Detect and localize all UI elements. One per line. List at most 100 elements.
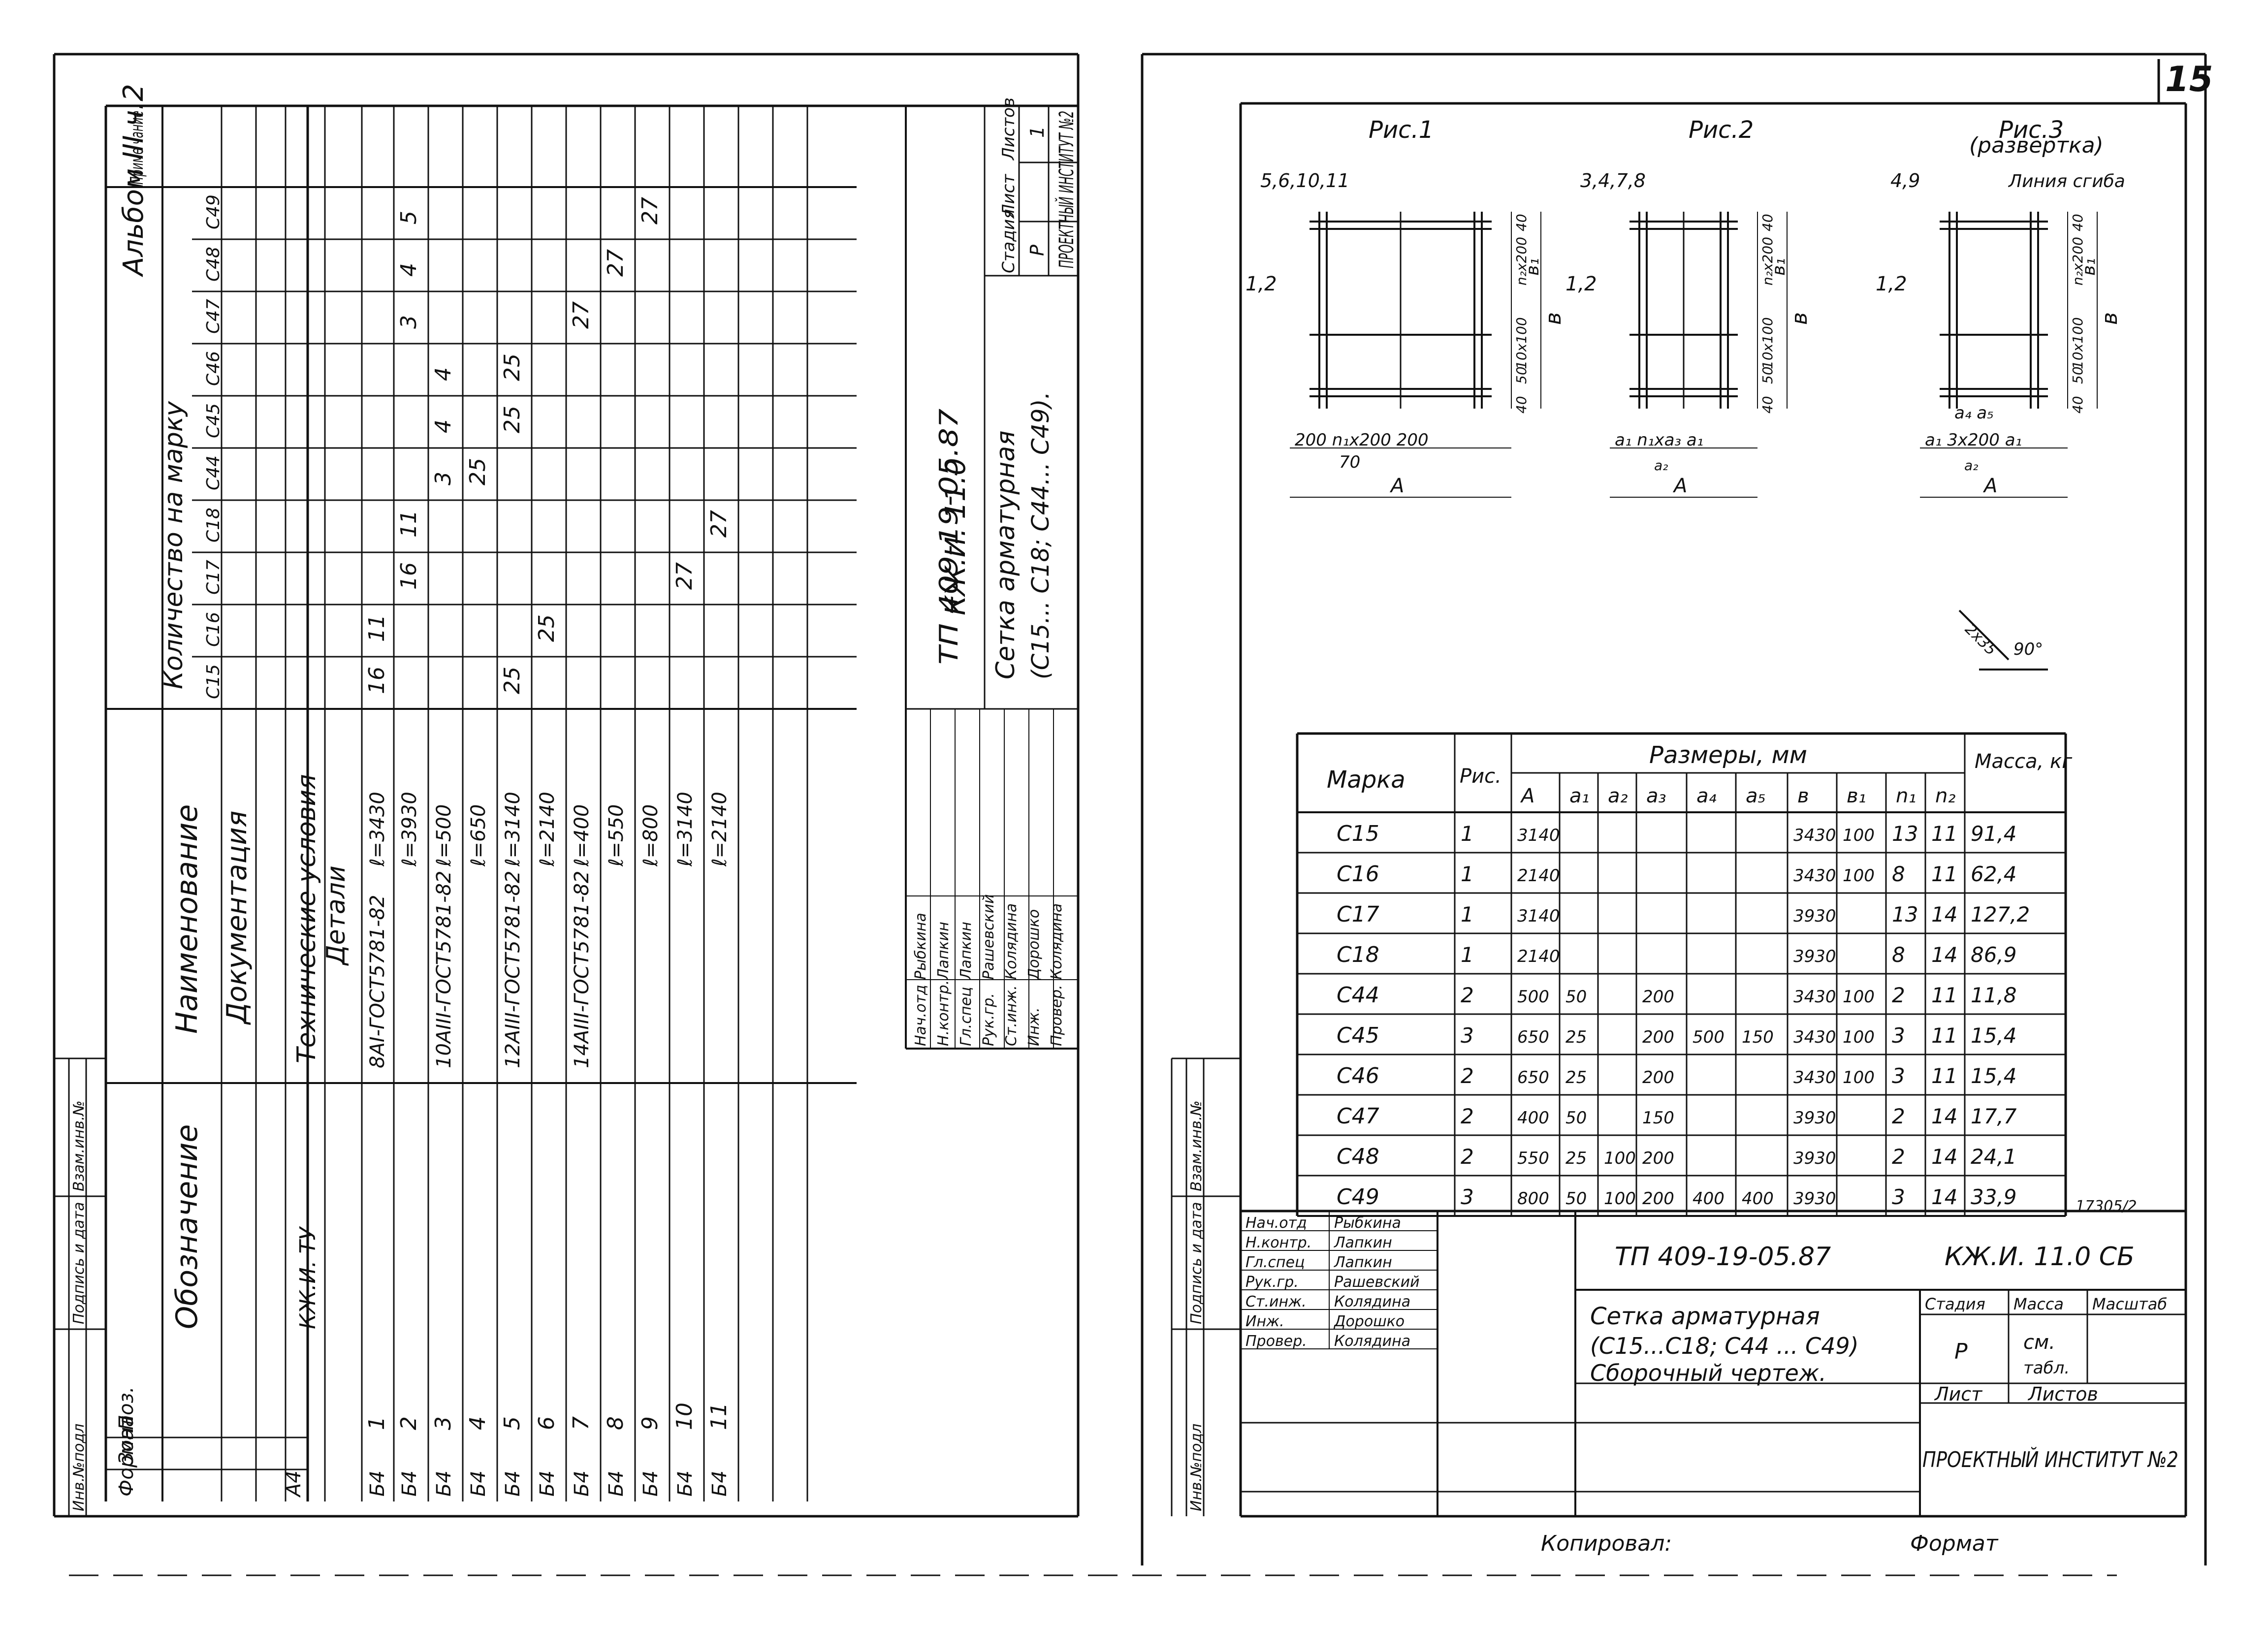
table-cell: 400 — [1742, 1189, 1774, 1209]
table-cell: 200 — [1642, 1068, 1674, 1087]
table-cell: 25 — [1565, 1068, 1587, 1087]
table-cell: 15,4 — [1971, 1023, 2017, 1048]
table-cell: 1 — [1461, 902, 1474, 926]
table-cell: 100 — [1604, 1149, 1636, 1168]
side-replace: Взам.инв.№ — [1188, 1100, 1205, 1191]
designation-header: Обозначение — [170, 1124, 204, 1329]
table-cell: 50 — [1565, 987, 1587, 1007]
side-inv: Инв.№подл — [70, 1424, 88, 1511]
row-pos: 11 — [706, 1403, 732, 1430]
mark-label: С46 — [203, 351, 224, 386]
table-col-head: в — [1797, 785, 1809, 807]
stamp-person: Лапкин — [958, 922, 975, 980]
table-cell: 200 — [1642, 1189, 1674, 1209]
dim-value: 40 — [2070, 214, 2086, 231]
dim-value: 40 — [2070, 396, 2086, 414]
table-cell: 3 — [1892, 1185, 1905, 1209]
mark-label: С15 — [203, 664, 224, 699]
table-cell: 33,9 — [1971, 1185, 2017, 1209]
mark-label: С48 — [203, 247, 224, 282]
row-qty: 16 — [364, 667, 389, 694]
stamp-role: Провер. — [1246, 1333, 1307, 1350]
stamp-person: Колядина — [1003, 903, 1020, 980]
table-cell: 62,4 — [1971, 862, 2017, 886]
row-format: Б4 — [639, 1470, 662, 1497]
row-length: ℓ=3140 — [674, 792, 697, 867]
table-cell: 100 — [1604, 1189, 1636, 1209]
row-pos: 6 — [534, 1416, 559, 1430]
table-cell: С44 — [1337, 983, 1379, 1008]
row-length: ℓ=3140 — [502, 792, 524, 867]
table-col-head: a₁ — [1569, 785, 1590, 807]
stamp-mass: см. — [2023, 1331, 2055, 1354]
stamp-person: Колядина — [1334, 1333, 1410, 1350]
table-cell: 14 — [1931, 943, 1957, 967]
stamp-person: Лапкин — [935, 922, 952, 980]
row-format: Б4 — [467, 1470, 490, 1497]
row-format: Б4 — [708, 1470, 731, 1497]
table-col-head: a₂ — [1608, 785, 1628, 807]
section-parts: Детали — [321, 865, 351, 966]
dim-value: 50 — [2070, 366, 2086, 384]
dim-A: А — [1982, 475, 1997, 497]
row-length: ℓ=650 — [467, 804, 490, 867]
table-cell: 550 — [1517, 1149, 1549, 1168]
row-qty: 27 — [569, 301, 594, 329]
row-format: Б4 — [366, 1470, 389, 1497]
row-length: ℓ=3930 — [398, 792, 421, 867]
figure-subtitle: (развертка) — [1969, 133, 2104, 158]
table-cell: 3140 — [1517, 906, 1560, 926]
table-cell: 3430 — [1793, 987, 1836, 1007]
stamp-person: Дорошко — [1333, 1313, 1405, 1330]
row-qty: 25 — [500, 353, 525, 381]
stamp-role: Инж. — [1025, 1007, 1043, 1046]
stamp-stage: Р — [1954, 1339, 1968, 1364]
table-cell: 2 — [1892, 983, 1905, 1007]
dim-value: 10x100 — [2070, 317, 2086, 369]
figure-fig1: Рис.15,6,10,111,240n₂x20010x1005040в₁в20… — [1246, 116, 1566, 498]
format-header: Формат — [115, 1416, 138, 1497]
row-pos: 4 — [465, 1416, 490, 1430]
doc-name: Технические условия — [292, 774, 321, 1064]
table-cell: 13 — [1892, 902, 1918, 926]
mark-label: С49 — [203, 194, 224, 229]
dim-value: 10x100 — [1513, 317, 1530, 369]
bend-size: 2x35 — [1961, 621, 2000, 659]
stamp-project: ТП 409-19-05.87 — [1615, 1242, 1831, 1272]
figure-pos-left: 1,2 — [1246, 273, 1277, 295]
row-format: Б4 — [433, 1470, 455, 1497]
table-cell: 3930 — [1793, 1149, 1836, 1168]
row-qty: 25 — [500, 406, 525, 433]
table-cell: 1 — [1461, 862, 1474, 886]
figure-pos-left: 1,2 — [1565, 273, 1597, 295]
figure-title: Рис.1 — [1369, 116, 1434, 144]
table-cell: С49 — [1337, 1184, 1379, 1210]
table-cell: 15,4 — [1971, 1064, 2017, 1088]
table-cell: 2 — [1892, 1145, 1905, 1169]
side-inv: Инв.№подл — [1188, 1424, 1205, 1511]
table-cell: 2 — [1461, 1064, 1474, 1088]
row-format: Б4 — [571, 1470, 593, 1497]
table-cell: 3430 — [1793, 1027, 1836, 1047]
stamp-role: Провер. — [1048, 985, 1065, 1046]
stamp-person: Дорошко — [1025, 909, 1043, 981]
row-format: Б4 — [502, 1470, 524, 1497]
table-cell: 3140 — [1517, 826, 1560, 845]
stamp-person: Рашевский — [1334, 1274, 1420, 1291]
table-cell: 3 — [1892, 1023, 1905, 1048]
stamp-person: Лапкин — [1334, 1254, 1392, 1271]
table-col-head: n₁ — [1896, 785, 1916, 807]
row-pos: 5 — [500, 1416, 525, 1430]
table-cell: 25 — [1565, 1027, 1587, 1047]
table-cell: 2 — [1461, 1145, 1474, 1169]
row-qty: 11 — [396, 510, 421, 538]
table-cell: 500 — [1517, 987, 1549, 1007]
table-cell: 200 — [1642, 1027, 1674, 1047]
figure-pos-top: 5,6,10,11 — [1260, 170, 1349, 192]
table-cell: 100 — [1843, 1027, 1875, 1047]
figure-pos-left: 1,2 — [1876, 273, 1907, 295]
table-cell: 91,4 — [1971, 822, 2017, 846]
stamp-title2: (С15...С18; С44 ... С49) — [1590, 1333, 1859, 1359]
row-qty: 25 — [534, 614, 559, 642]
